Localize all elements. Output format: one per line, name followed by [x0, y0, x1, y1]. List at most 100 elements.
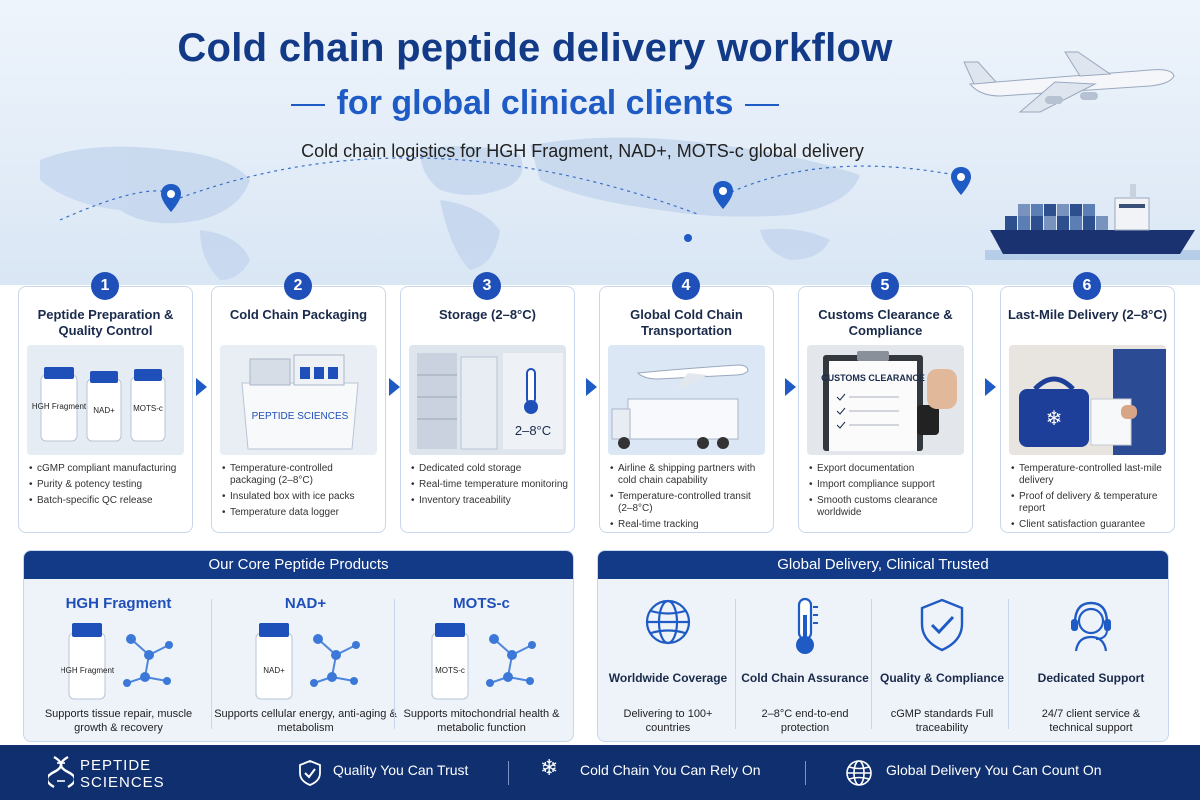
divider — [805, 761, 806, 785]
step-bullets: Dedicated cold storage Real-time tempera… — [411, 463, 568, 511]
divider — [211, 599, 212, 729]
step-title: Peptide Preparation & Quality Control — [37, 307, 174, 338]
feature-description: cGMP standards Full traceability — [890, 708, 994, 734]
step-number: 2 — [284, 272, 312, 300]
feature-card: Cold Chain Assurance 2–8°C end-to-end pr… — [737, 591, 873, 736]
feature-card: Quality & Compliance cGMP standards Full… — [874, 591, 1010, 736]
product-description: Supports mitochondrial health & metaboli… — [403, 708, 560, 734]
trust-panel: Global Delivery, Clinical Trusted Worldw… — [597, 550, 1169, 742]
product-description: Supports cellular energy, anti-aging & m… — [214, 708, 397, 734]
divider — [508, 761, 509, 785]
shield-check-icon — [920, 598, 964, 652]
product-description: Supports tissue repair, muscle growth & … — [44, 708, 193, 734]
vial-label: MOTS-c — [435, 666, 465, 675]
feature-name: Cold Chain Assurance — [741, 671, 869, 685]
box-label: PEPTIDE SCIENCES — [252, 411, 349, 422]
panel-heading: Our Core Peptide Products — [24, 551, 573, 579]
bullet-item: Export documentation — [809, 463, 966, 475]
product-name: HGH Fragment — [65, 595, 172, 612]
step-bullets: Airline & shipping partners with cold ch… — [610, 463, 767, 535]
step-card-preparation: Peptide Preparation & Quality Control HG… — [18, 286, 193, 533]
product-name: MOTS-c — [453, 595, 510, 612]
world-map-illustration — [40, 137, 956, 280]
flow-arrow-icon — [389, 378, 400, 396]
vial-label: NAD+ — [93, 406, 115, 415]
feature-description: 24/7 client service & technical support — [1041, 708, 1141, 734]
step-number: 3 — [473, 272, 501, 300]
vial-molecule-image: HGH Fragment — [61, 623, 173, 700]
step-card-storage: Storage (2–8°C) 2–8°C Dedicated cold sto… — [400, 286, 575, 533]
step-number: 1 — [91, 272, 119, 300]
bullet-item: Client satisfaction guarantee — [1011, 519, 1168, 531]
panel-heading: Global Delivery, Clinical Trusted — [598, 551, 1168, 579]
step-title: Last-Mile Delivery (2–8°C) — [1007, 307, 1168, 322]
location-pin-icon — [951, 167, 971, 195]
bullet-item: cGMP compliant manufacturing — [29, 463, 186, 475]
bullet-item: Temperature-controlled transit (2–8°C) — [610, 491, 767, 515]
bullet-item: Insulated box with ice packs — [222, 491, 379, 503]
bullet-item: Real-time tracking — [610, 519, 767, 531]
flow-arrow-icon — [586, 378, 597, 396]
temperature-label: 2–8°C — [515, 423, 551, 438]
globe-icon — [846, 760, 872, 786]
customs-document-image: CUSTOMS CLEARANCE — [807, 345, 964, 455]
footer-bar: PEPTIDE SCIENCES Quality You Can Trust ❄… — [0, 745, 1200, 800]
footer-tagline: Cold Chain You Can Rely On — [580, 762, 761, 778]
subtitle-dash — [290, 104, 325, 107]
footer-tagline: Quality You Can Trust — [333, 762, 469, 778]
feature-name: Worldwide Coverage — [608, 671, 728, 685]
step-title: Cold Chain Packaging — [229, 307, 368, 322]
feature-description: 2–8°C end-to-end protection — [761, 708, 849, 734]
product-card: HGH Fragment HGH Fragment Supports tissu… — [27, 591, 210, 736]
divider — [871, 599, 872, 729]
globe-icon — [645, 599, 691, 645]
dna-icon — [45, 755, 77, 789]
vials-image: HGH Fragment NAD+ MOTS-c — [27, 345, 184, 455]
bullet-item: Temperature-controlled last-mile deliver… — [1011, 463, 1168, 487]
bullet-item: Purity & potency testing — [29, 479, 186, 491]
product-name: NAD+ — [284, 595, 327, 612]
product-card: NAD+ NAD+ Supports cellular energy, anti… — [214, 591, 397, 736]
step-title: Customs Clearance & Compliance — [818, 307, 953, 338]
bullet-item: Smooth customs clearance worldwide — [809, 495, 966, 519]
feature-card: Worldwide Coverage Delivering to 100+ co… — [600, 591, 736, 736]
hero-banner: Cold chain peptide delivery workflow for… — [0, 0, 1200, 285]
location-pin-icon — [161, 184, 181, 212]
footer-tagline: Global Delivery You Can Count On — [886, 762, 1102, 778]
cold-storage-image: 2–8°C — [409, 345, 566, 455]
tagline: Cold chain logistics for HGH Fragment, N… — [301, 141, 864, 161]
step-card-packaging: Cold Chain Packaging PEPTIDE SCIENCES Te… — [211, 286, 386, 533]
step-bullets: cGMP compliant manufacturing Purity & po… — [29, 463, 186, 511]
step-card-customs: Customs Clearance & Compliance CUSTOMS C… — [798, 286, 973, 533]
thermometer-icon — [796, 597, 818, 654]
feature-description: Delivering to 100+ countries — [623, 708, 713, 734]
brand-name: PEPTIDE — [80, 757, 152, 774]
snowflake-icon: ❄ — [540, 756, 559, 781]
vial-label: HGH Fragment — [61, 666, 115, 675]
bullet-item: Real-time temperature monitoring — [411, 479, 568, 491]
packaging-box-image: PEPTIDE SCIENCES — [220, 345, 377, 455]
feature-name: Dedicated Support — [1037, 671, 1145, 685]
bullet-item: Temperature-controlled packaging (2–8°C) — [222, 463, 379, 487]
page-title: Cold chain peptide delivery workflow — [177, 26, 893, 70]
truck-plane-image — [608, 345, 765, 455]
location-pin-icon — [713, 181, 733, 209]
step-bullets: Export documentation Import compliance s… — [809, 463, 966, 523]
divider — [735, 599, 736, 729]
cargo-ship-illustration — [985, 184, 1200, 260]
step-title: Global Cold Chain Transportation — [630, 307, 743, 338]
product-card: MOTS-c MOTS-c Supports mitochondrial hea… — [390, 591, 573, 736]
vial-label: NAD+ — [263, 666, 285, 675]
step-card-last-mile: Last-Mile Delivery (2–8°C) ❄ Temperature… — [1000, 286, 1175, 533]
vial-molecule-image: MOTS-c — [431, 623, 536, 700]
step-number: 4 — [672, 272, 700, 300]
headset-icon — [1071, 601, 1111, 652]
vial-label: MOTS-c — [133, 404, 163, 413]
bullet-item: Airline & shipping partners with cold ch… — [610, 463, 767, 487]
bullet-item: Dedicated cold storage — [411, 463, 568, 475]
step-title: Storage (2–8°C) — [439, 307, 536, 322]
brand-name: SCIENCES — [80, 774, 165, 791]
core-products-panel: Our Core Peptide Products HGH Fragment H… — [23, 550, 574, 742]
page-subtitle: for global clinical clients — [0, 84, 1070, 123]
step-number: 5 — [871, 272, 899, 300]
